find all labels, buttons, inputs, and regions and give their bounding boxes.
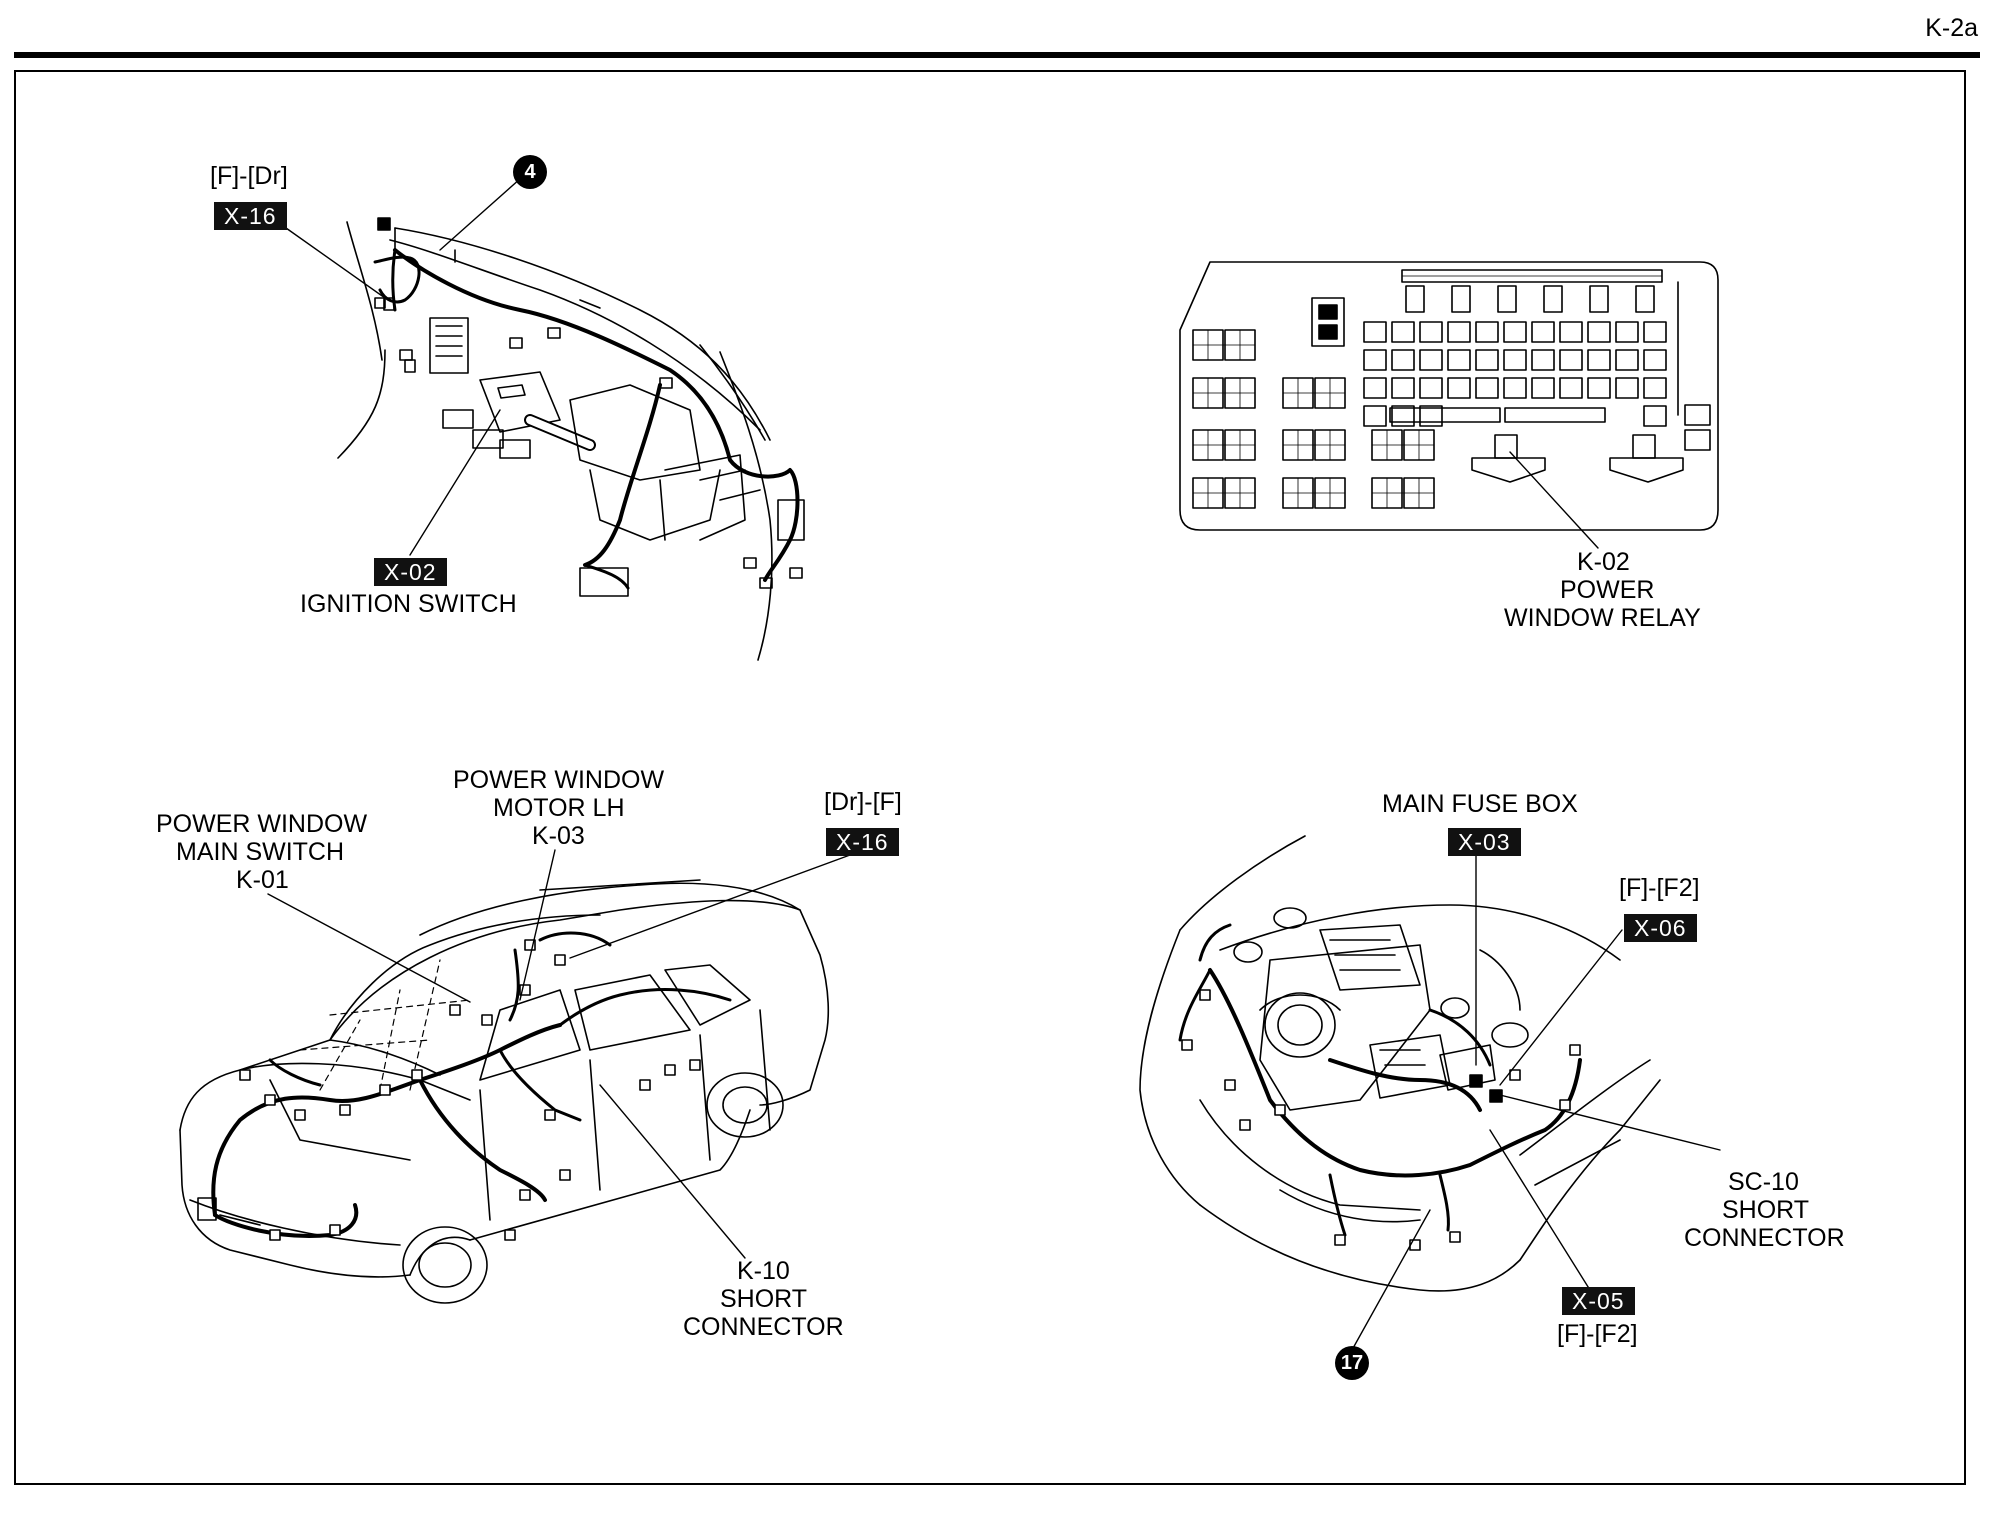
connector-tag-x03: X-03: [1448, 828, 1521, 856]
fuse-cell: [1363, 349, 1387, 371]
leader-lines-bottom-left: [267, 849, 851, 1259]
fuse-cell: [1391, 377, 1415, 399]
fuse-cell: [1475, 349, 1499, 371]
fuse-cell: [1635, 285, 1655, 313]
relay-name-line2: WINDOW RELAY: [1504, 604, 1701, 632]
fuse-cell: [1363, 377, 1387, 399]
fuse-cell: [1543, 285, 1563, 313]
relay-name-line1: POWER: [1560, 576, 1655, 604]
fuse-cell: [1587, 321, 1611, 343]
relay-divider: [1282, 377, 1346, 409]
fuse-cell: [1391, 321, 1415, 343]
sc10-line2: CONNECTOR: [1684, 1224, 1845, 1252]
ignition-switch-label: IGNITION SWITCH: [300, 590, 517, 618]
fuse-cell: [1447, 377, 1471, 399]
fuse-cell: [1559, 321, 1583, 343]
relay-divider: [1371, 429, 1435, 461]
relay-divider: [1192, 477, 1256, 509]
fuse-cell: [1497, 285, 1517, 313]
fuse-cell: [1363, 405, 1387, 427]
relay-divider: [1192, 329, 1256, 361]
fuse-cell: [1419, 321, 1443, 343]
engine-bay-illustration: [1139, 835, 1661, 1292]
ground-badge-17: 17: [1335, 1346, 1369, 1380]
connector-code-dr-f: [Dr]-[F]: [824, 788, 902, 816]
connector-tag-x16-bottom: X-16: [826, 828, 899, 856]
page-code: K-2a: [1925, 14, 1978, 42]
fuse-cell: [1475, 321, 1499, 343]
leader-lines-top-left: [285, 169, 531, 556]
relay-divider: [1192, 377, 1256, 409]
diagram-frame: [14, 70, 1966, 1485]
k10-line2: CONNECTOR: [683, 1313, 844, 1341]
relay-divider: [1282, 477, 1346, 509]
leader-lines-bottom-right: [1351, 855, 1721, 1351]
fuse-cell: [1643, 377, 1667, 399]
fuse-cell: [1531, 321, 1555, 343]
connector-code-f-f2-lower: [F]-[F2]: [1557, 1320, 1638, 1348]
leader-relay: [1509, 451, 1599, 549]
sc10-code: SC-10: [1728, 1168, 1799, 1196]
fuse-cell: [1419, 377, 1443, 399]
k10-code: K-10: [737, 1257, 790, 1285]
pw-motor-lh-code: K-03: [532, 822, 585, 850]
pw-main-switch-code: K-01: [236, 866, 289, 894]
fuse-cell: [1503, 321, 1527, 343]
relay-code-label: K-02: [1577, 548, 1630, 576]
connector-tag-x16-top: X-16: [214, 202, 287, 230]
sc10-line1: SHORT: [1722, 1196, 1810, 1224]
pw-main-switch-line1: POWER WINDOW: [156, 810, 368, 838]
k10-line1: SHORT: [720, 1285, 808, 1313]
fuse-cell: [1587, 349, 1611, 371]
fuse-cell: [1447, 321, 1471, 343]
header-rule: [14, 52, 1980, 58]
fuse-cell: [1503, 377, 1527, 399]
fuse-cell: [1363, 321, 1387, 343]
ground-badge-4: 4: [513, 155, 547, 189]
connector-tag-x02: X-02: [374, 558, 447, 586]
fuse-cell: [1643, 349, 1667, 371]
pw-main-switch-line2: MAIN SWITCH: [176, 838, 345, 866]
fuse-cell: [1503, 349, 1527, 371]
fuse-cell: [1559, 349, 1583, 371]
fuse-cell: [1587, 377, 1611, 399]
pw-motor-lh-line1: POWER WINDOW: [453, 766, 665, 794]
pw-motor-lh-line2: MOTOR LH: [493, 794, 625, 822]
connector-code-f-dr: [F]-[Dr]: [210, 162, 288, 190]
relay-divider: [1371, 477, 1435, 509]
fuse-cell: [1643, 405, 1667, 427]
fuse-cell: [1451, 285, 1471, 313]
fuse-cell: [1615, 377, 1639, 399]
connector-tag-x06: X-06: [1624, 914, 1697, 942]
relay-divider: [1192, 429, 1256, 461]
fuse-cell: [1447, 349, 1471, 371]
fuse-cell: [1475, 377, 1499, 399]
fuse-cell: [1391, 405, 1415, 427]
fuse-cell: [1389, 407, 1501, 423]
fuse-cell: [1531, 349, 1555, 371]
fuse-cell: [1615, 349, 1639, 371]
relay-divider: [1282, 429, 1346, 461]
connector-tag-x05: X-05: [1562, 1287, 1635, 1315]
fuse-cell: [1643, 321, 1667, 343]
connector-code-f-f2-upper: [F]-[F2]: [1619, 874, 1700, 902]
fuse-cell: [1419, 405, 1443, 427]
fuse-cell: [1559, 377, 1583, 399]
fuse-cell: [1589, 285, 1609, 313]
fuse-cell: [1419, 349, 1443, 371]
fuse-cell: [1504, 407, 1606, 423]
fuse-cell: [1405, 285, 1425, 313]
fuse-box-illustration: [1179, 261, 1719, 531]
fuse-cell: [1391, 349, 1415, 371]
fuse-cell: [1531, 377, 1555, 399]
sedan-harness-illustration: [179, 879, 830, 1304]
fuse-cell: [1615, 321, 1639, 343]
dashboard-harness-illustration: [337, 217, 805, 661]
main-fuse-box-label: MAIN FUSE BOX: [1382, 790, 1578, 818]
